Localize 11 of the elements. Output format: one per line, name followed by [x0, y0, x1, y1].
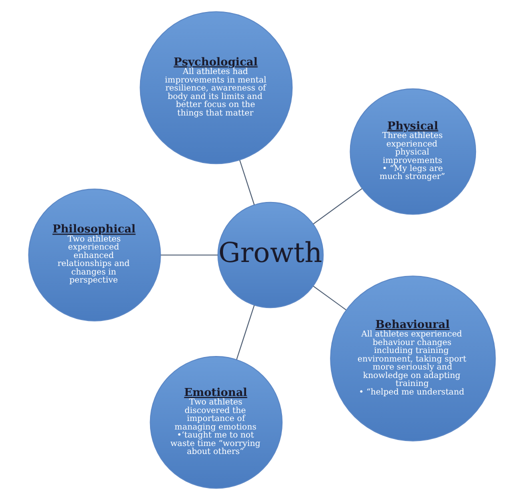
node-circle: Behavioural All athletes experienced behaviour changes including training environment, taking sport more seriously and knowledge on adapting training • “helped me understand	[330, 276, 496, 442]
node-circle: Growth	[217, 202, 324, 308]
connector	[239, 160, 255, 206]
connector	[312, 286, 346, 310]
node-circle: Emotional Two athletes discovered the importance of managing emotions •‘taught me to not waste time “worrying about others”	[150, 356, 283, 489]
connector	[160, 254, 218, 256]
connector	[236, 304, 255, 360]
node-circle: Psychological All athletes had improvements in mental resilience, awareness of body and its limits and better focus on the things that matter	[140, 11, 293, 164]
node-circle: Physical Three athletes experienced physical improvements • “My legs are much stronger”	[350, 88, 476, 215]
connector	[312, 188, 362, 224]
node-circle: Philosophical Two athletes experienced enhanced relationships and changes in perspective	[28, 188, 161, 322]
